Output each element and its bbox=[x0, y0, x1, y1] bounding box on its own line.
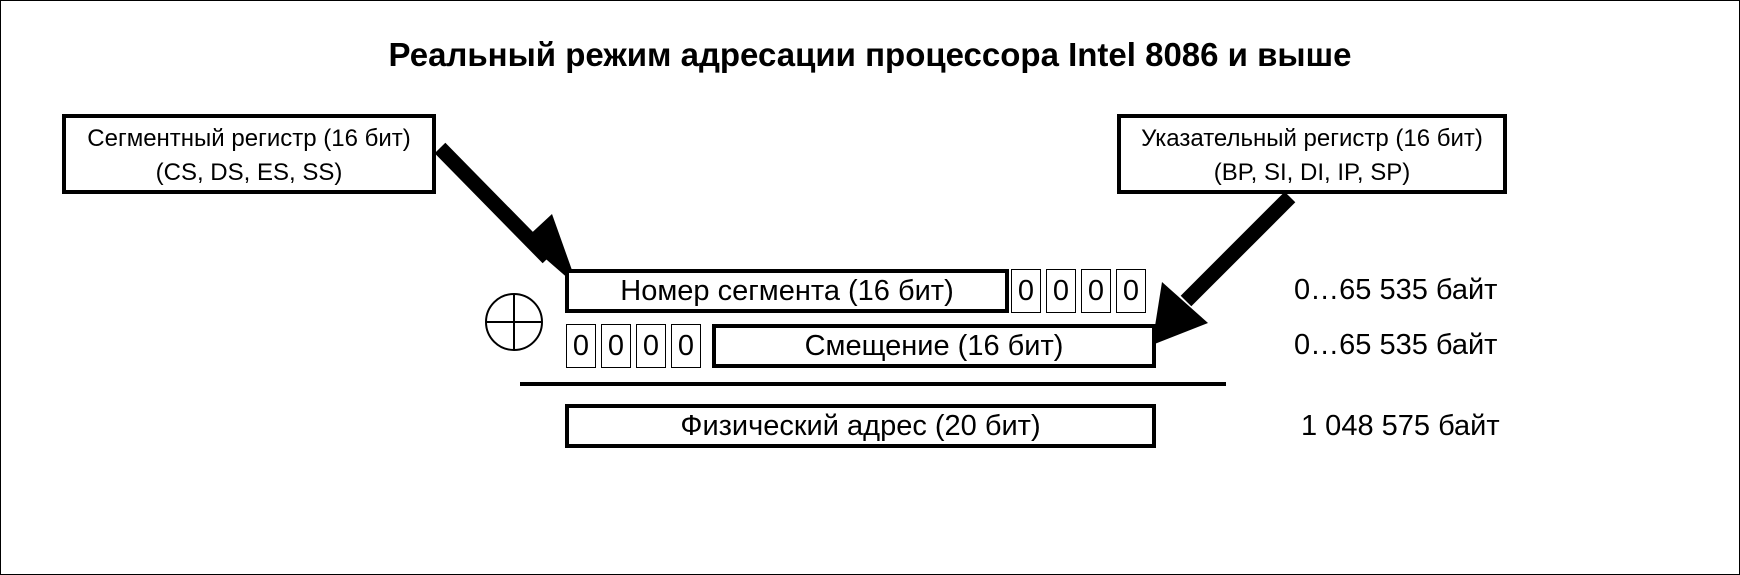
physical-address-range: 1 048 575 байт bbox=[1301, 410, 1500, 442]
offset-range: 0…65 535 байт bbox=[1294, 329, 1498, 361]
segment-number-field: Номер сегмента (16 бит) bbox=[565, 269, 1009, 313]
plus-circle-icon bbox=[485, 293, 543, 351]
offset-arrow-shaft bbox=[1180, 191, 1296, 307]
offset-pad-bit: 0 bbox=[671, 324, 701, 368]
segment-range: 0…65 535 байт bbox=[1294, 274, 1498, 306]
segment-register-box: Сегментный регистр (16 бит) (CS, DS, ES,… bbox=[62, 114, 436, 194]
offset-pad-bit: 0 bbox=[566, 324, 596, 368]
offset-field: Смещение (16 бит) bbox=[712, 324, 1156, 368]
physical-address-field: Физический адрес (20 бит) bbox=[565, 404, 1156, 448]
segment-pad-bit: 0 bbox=[1011, 269, 1041, 313]
segment-register-list: (CS, DS, ES, SS) bbox=[155, 159, 343, 186]
offset-label: Смещение (16 бит) bbox=[804, 329, 1064, 362]
segment-pad-bit: 0 bbox=[1046, 269, 1076, 313]
pointer-register-list: (BP, SI, DI, IP, SP) bbox=[1213, 159, 1411, 186]
offset-pad-bit: 0 bbox=[636, 324, 666, 368]
segment-register-title: Сегментный регистр (16 бит) bbox=[87, 125, 411, 152]
pointer-register-title: Указательный регистр (16 бит) bbox=[1141, 125, 1483, 152]
segment-pad-bit: 0 bbox=[1081, 269, 1111, 313]
diagram-title: Реальный режим адресации процессора Inte… bbox=[388, 36, 1352, 73]
pointer-register-box: Указательный регистр (16 бит) (BP, SI, D… bbox=[1117, 114, 1507, 194]
offset-arrow-head bbox=[1152, 282, 1208, 345]
segment-number-label: Номер сегмента (16 бит) bbox=[620, 274, 954, 307]
segment-pad-bit: 0 bbox=[1116, 269, 1146, 313]
physical-address-label: Физический адрес (20 бит) bbox=[680, 409, 1041, 442]
offset-pad-bit: 0 bbox=[601, 324, 631, 368]
segment-arrow-head bbox=[524, 214, 578, 287]
